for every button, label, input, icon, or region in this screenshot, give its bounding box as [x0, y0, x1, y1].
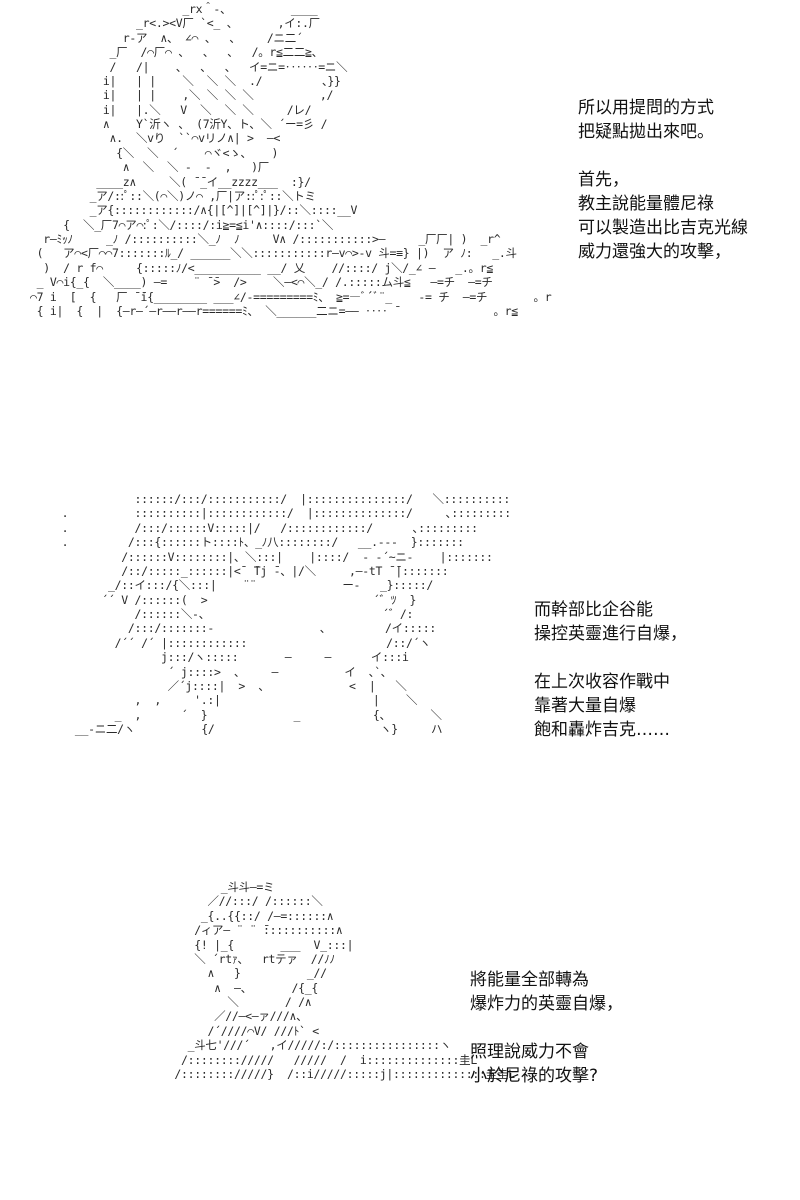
- caption-line: 照理說威力不會: [470, 1042, 589, 1062]
- caption-line: 將能量全部轉為: [470, 970, 589, 990]
- caption-line: 所以用提問的方式: [578, 98, 714, 118]
- caption-line: 小於尼祿的攻擊?: [470, 1066, 599, 1086]
- caption-line: 飽和轟炸吉克……: [534, 720, 670, 740]
- caption-line: 把疑點拋出來吧。: [578, 122, 714, 142]
- caption-line: 靠著大量自爆: [534, 696, 636, 716]
- ascii-art-panel-2: ::::::/:::/:::::::::::/ |:::::::::::::::…: [61, 492, 512, 736]
- ascii-art-panel-3: _斗斗―=ミ ／//:::/ /::::::＼ _{..{{::/ /―=:::…: [174, 880, 515, 1081]
- caption-spacer: [534, 646, 687, 670]
- caption-line: 教主說能量體尼祿: [578, 194, 714, 214]
- caption-line: 可以製造出比吉克光線: [578, 218, 748, 238]
- caption-panel-1: 所以用提問的方式 把疑點拋出來吧。 首先， 教主說能量體尼祿 可以製造出比吉克光…: [578, 96, 748, 264]
- caption-line: 而幹部比企谷能: [534, 600, 653, 620]
- caption-line: 操控英靈進行自爆，: [534, 624, 687, 644]
- caption-spacer: [578, 144, 748, 168]
- caption-spacer: [470, 1016, 623, 1040]
- ascii-art-panel-1: _rx＾-、 ____ _r<.><V厂 `<_ 、 ,イ:.厂 r-ア ∧、 …: [30, 2, 552, 318]
- caption-panel-3: 將能量全部轉為 爆炸力的英靈自爆， 照理說威力不會 小於尼祿的攻擊?: [470, 968, 623, 1088]
- caption-panel-2: 而幹部比企谷能 操控英靈進行自爆， 在上次收容作戰中 靠著大量自爆 飽和轟炸吉克…: [534, 598, 687, 742]
- caption-line: 爆炸力的英靈自爆，: [470, 994, 623, 1014]
- caption-line: 在上次收容作戰中: [534, 672, 670, 692]
- caption-line: 威力還強大的攻擊，: [578, 242, 731, 262]
- caption-line: 首先，: [578, 170, 629, 190]
